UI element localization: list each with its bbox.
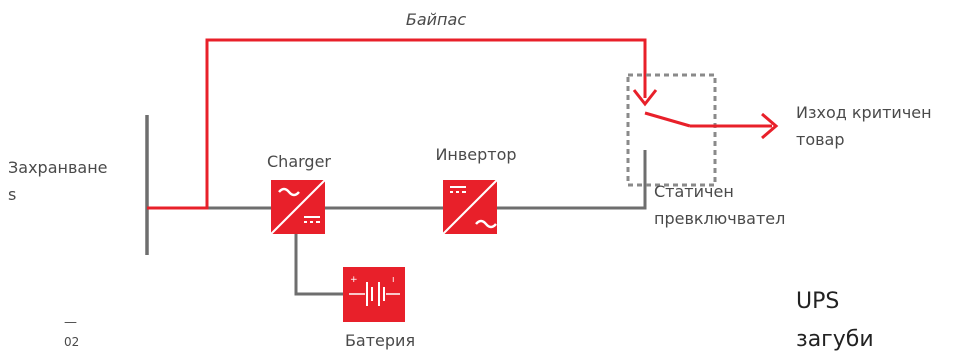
charger-icon [270,179,326,235]
bypass-arrowhead [632,89,658,107]
static-switch-label-line1: Статичен [654,182,734,201]
static-switch-box [626,73,717,187]
static-switch-blade [644,111,691,128]
supply-label-line1: Захранване [8,158,108,177]
inverter-icon [442,179,498,235]
battery-label: Батерия [345,331,415,350]
svg-text:ı: ı [392,275,395,285]
title-line2: загуби [796,327,874,352]
output-label-line2: товар [796,130,845,149]
output-label-line1: Изход критичен [796,103,932,122]
output-arrowhead [761,112,779,140]
main-power-line [147,150,647,210]
charger-label: Charger [267,152,331,171]
battery-icon: + ı [343,267,405,322]
title-line1: UPS [796,289,839,314]
inverter-label: Инвертор [435,145,516,164]
bypass-line [147,38,647,210]
svg-text:+: + [350,275,358,285]
bypass-label: Байпас [406,10,466,29]
battery-branch-line [294,215,345,296]
supply-label-line2: s [8,185,16,204]
page-dash: — [64,315,77,330]
static-switch-label-line2: превключвател [654,209,785,228]
page-number: 02 [64,335,79,349]
